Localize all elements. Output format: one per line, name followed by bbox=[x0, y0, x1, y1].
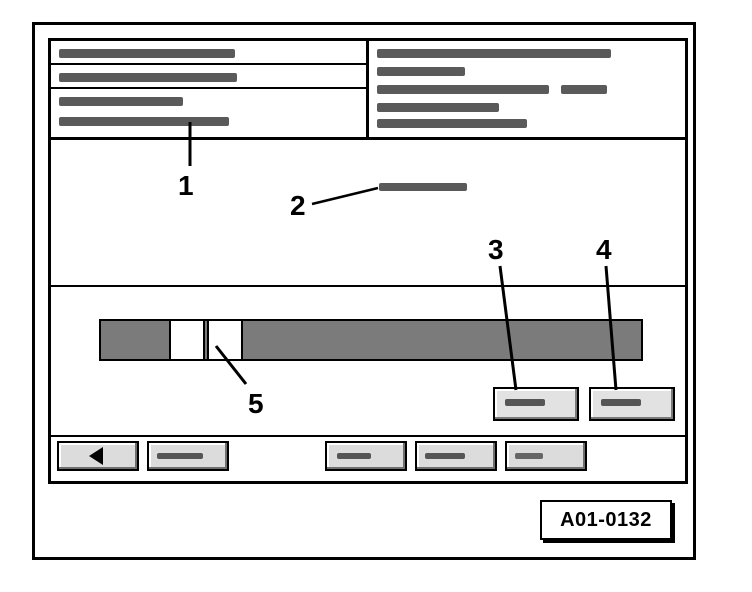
selection-bar bbox=[99, 319, 643, 361]
function-button-3[interactable] bbox=[493, 387, 579, 421]
message-text bbox=[379, 183, 467, 191]
obscured-text bbox=[337, 453, 371, 459]
obscured-text bbox=[377, 67, 465, 76]
obscured-text bbox=[59, 73, 237, 82]
header-row-2 bbox=[51, 65, 366, 89]
section-divider bbox=[51, 285, 685, 287]
bar-segment-cursor[interactable] bbox=[207, 321, 243, 359]
figure-reference-label: A01-0132 bbox=[540, 500, 672, 540]
nav-button-2[interactable] bbox=[147, 441, 229, 471]
obscured-text bbox=[601, 399, 641, 406]
callout-5: 5 bbox=[248, 388, 264, 419]
function-button-4[interactable] bbox=[589, 387, 675, 421]
callout-4: 4 bbox=[596, 234, 612, 265]
left-arrow-icon bbox=[89, 447, 103, 465]
obscured-text bbox=[157, 453, 203, 459]
nav-button-5[interactable] bbox=[505, 441, 587, 471]
back-button[interactable] bbox=[57, 441, 139, 471]
obscured-text bbox=[515, 453, 543, 459]
callout-1: 1 bbox=[178, 170, 194, 201]
callout-3: 3 bbox=[488, 234, 504, 265]
obscured-text bbox=[377, 103, 499, 112]
obscured-text bbox=[377, 49, 611, 58]
obscured-text bbox=[59, 49, 235, 58]
header-divider bbox=[51, 137, 685, 140]
obscured-text bbox=[377, 119, 527, 128]
obscured-text bbox=[505, 399, 545, 406]
nav-button-3[interactable] bbox=[325, 441, 407, 471]
bar-segment-white bbox=[169, 321, 205, 359]
obscured-text bbox=[59, 117, 229, 126]
obscured-text bbox=[561, 85, 607, 94]
callout-2: 2 bbox=[290, 190, 306, 221]
nav-button-4[interactable] bbox=[415, 441, 497, 471]
header-row-1 bbox=[51, 41, 366, 65]
obscured-text bbox=[377, 85, 549, 94]
tester-screen bbox=[48, 38, 688, 484]
header-info-right bbox=[369, 41, 685, 137]
bottom-nav-bar bbox=[51, 435, 685, 473]
obscured-text bbox=[425, 453, 465, 459]
obscured-text bbox=[59, 97, 183, 106]
header-info-left bbox=[51, 41, 369, 137]
